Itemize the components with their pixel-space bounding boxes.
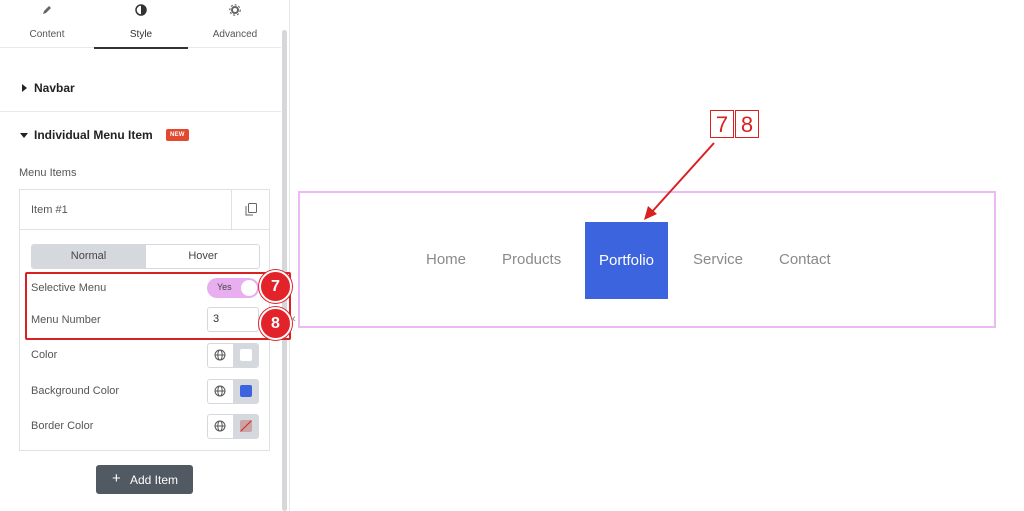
add-item-button[interactable]: + Add Item xyxy=(96,465,193,494)
duplicate-item-button[interactable] xyxy=(231,190,269,230)
menu-number-input[interactable]: 3 xyxy=(207,307,259,332)
tab-content[interactable]: Content xyxy=(0,0,94,48)
pencil-icon xyxy=(43,6,51,14)
state-normal-tab[interactable]: Normal xyxy=(32,245,146,268)
background-color-label: Background Color xyxy=(31,385,120,397)
state-hover-tab[interactable]: Hover xyxy=(146,245,259,268)
half-circle-icon xyxy=(135,4,147,16)
no-color-icon xyxy=(240,420,252,432)
globe-icon xyxy=(214,349,226,361)
caret-right-icon xyxy=(22,84,27,92)
section-navbar-title: Navbar xyxy=(34,81,75,95)
border-color-label: Border Color xyxy=(31,420,94,432)
color-label: Color xyxy=(31,349,58,361)
color-swatch xyxy=(240,349,252,361)
state-switch: Normal Hover xyxy=(31,244,260,269)
globe-icon xyxy=(214,420,226,432)
border-color-swatch-button[interactable] xyxy=(233,415,258,438)
nav-item-contact[interactable]: Contact xyxy=(779,251,831,268)
panel-tabs: Content Style Advanced xyxy=(0,0,282,49)
duplicate-icon xyxy=(245,203,257,216)
global-background-color-button[interactable] xyxy=(208,380,233,403)
annotation-marker-7: 7 xyxy=(259,270,292,303)
border-color-control xyxy=(207,414,259,439)
new-badge: NEW xyxy=(166,129,189,141)
color-swatch-button[interactable] xyxy=(233,344,258,367)
section-divider xyxy=(0,111,281,112)
annotation-highlight-box xyxy=(25,272,291,340)
toggle-text: Yes xyxy=(217,282,232,292)
tab-advanced-label: Advanced xyxy=(212,29,258,40)
menu-number-label: Menu Number xyxy=(31,314,101,326)
panel-scrollbar[interactable] xyxy=(282,30,287,511)
caret-down-icon xyxy=(20,133,28,138)
callout-number-8: 8 xyxy=(735,110,759,138)
callout-number-7: 7 xyxy=(710,110,734,138)
global-color-button[interactable] xyxy=(208,344,233,367)
callout-label: 7 8 xyxy=(710,110,759,138)
toggle-knob xyxy=(241,280,257,296)
tab-style-label: Style xyxy=(129,29,153,40)
menu-items-label: Menu Items xyxy=(19,167,77,179)
global-border-color-button[interactable] xyxy=(208,415,233,438)
collapse-panel-icon[interactable]: ‹ xyxy=(292,313,296,325)
editor-panel: Content Style Advanced Navbar Individual… xyxy=(0,0,290,511)
color-control xyxy=(207,343,259,368)
nav-item-home[interactable]: Home xyxy=(426,251,467,268)
repeater-item-label: Item #1 xyxy=(31,204,68,216)
globe-icon xyxy=(214,385,226,397)
annotation-marker-8: 8 xyxy=(259,307,292,340)
navbar-preview: Home Products Portfolio Service Contact xyxy=(298,191,996,328)
plus-icon: + xyxy=(112,470,121,487)
background-color-swatch-button[interactable] xyxy=(233,380,258,403)
nav-item-service[interactable]: Service xyxy=(693,251,744,268)
background-color-control xyxy=(207,379,259,404)
background-color-swatch xyxy=(240,385,252,397)
add-item-label: Add Item xyxy=(130,473,179,487)
tab-advanced[interactable]: Advanced xyxy=(188,0,282,48)
section-individual-menu-item[interactable]: Individual Menu Item xyxy=(0,113,281,157)
section-individual-menu-item-title: Individual Menu Item xyxy=(34,128,153,142)
gear-icon xyxy=(229,4,241,16)
selective-menu-label: Selective Menu xyxy=(31,282,107,294)
nav-item-portfolio[interactable]: Portfolio xyxy=(585,222,669,299)
repeater-item-row[interactable]: Item #1 xyxy=(20,190,269,230)
tab-style[interactable]: Style xyxy=(94,0,188,49)
selective-menu-toggle[interactable]: Yes xyxy=(207,278,259,298)
tab-content-label: Content xyxy=(29,29,65,40)
nav-item-products[interactable]: Products xyxy=(502,251,562,268)
callout-arrow-icon xyxy=(644,142,715,220)
section-navbar[interactable]: Navbar xyxy=(0,66,281,110)
